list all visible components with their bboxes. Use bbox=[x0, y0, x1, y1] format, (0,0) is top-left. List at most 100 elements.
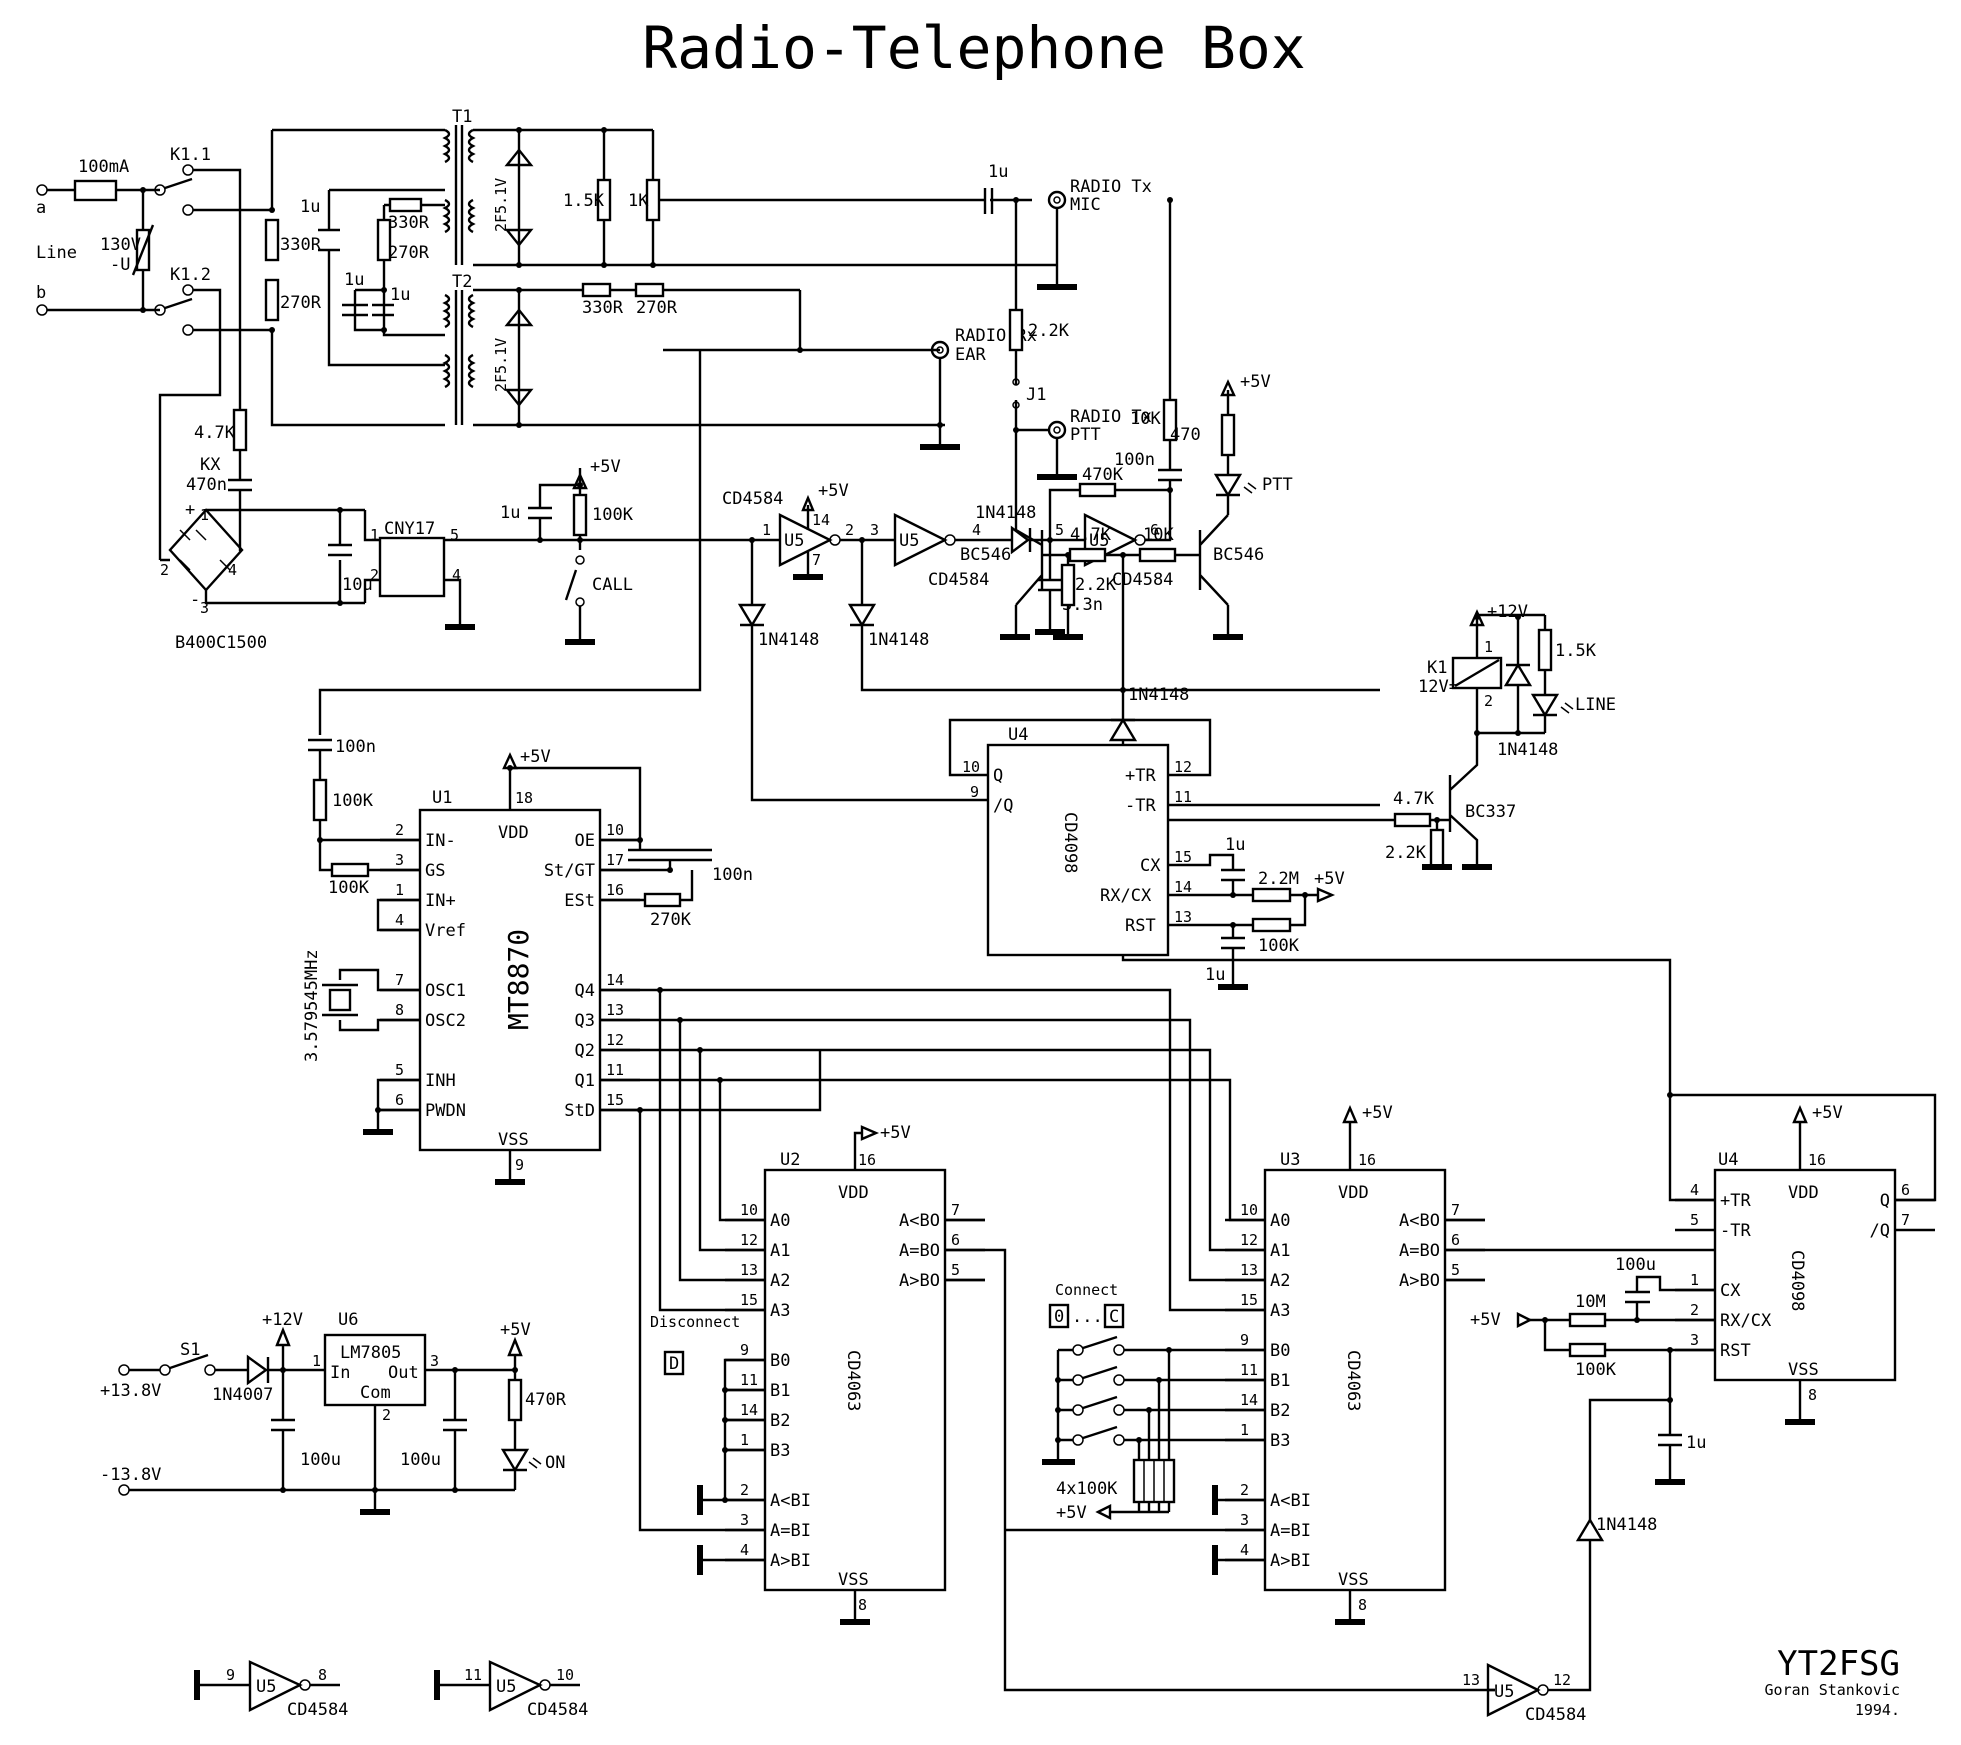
gate-part: CD4584 bbox=[722, 489, 783, 509]
pin-num: 14 bbox=[1174, 878, 1192, 896]
call-button[interactable] bbox=[575, 555, 585, 565]
c-in-label: 100u bbox=[300, 1450, 341, 1470]
pin-num: 6 bbox=[395, 1091, 404, 1109]
chip-part: CD4063 bbox=[1343, 1350, 1363, 1411]
reg-pin: 2 bbox=[382, 1406, 391, 1424]
gate-vcc: +5V bbox=[818, 481, 849, 501]
zener-1-label: 2F5.1V bbox=[492, 178, 510, 232]
pin-num: 9 bbox=[1240, 1331, 1249, 1349]
chip-ref: U2 bbox=[780, 1150, 800, 1170]
pin-label: A1 bbox=[1270, 1241, 1290, 1261]
gate-unit: U5 bbox=[496, 1677, 516, 1697]
reg-pin: 1 bbox=[312, 1352, 321, 1370]
vss-label: VSS bbox=[838, 1570, 869, 1590]
u3-cd4063-chip: U3 CD4063 VDD 16 VSS 8 +5V 10A012A113A21… bbox=[1005, 1103, 1715, 1625]
diode-label: 1N4148 bbox=[975, 503, 1036, 523]
pin-num: 16 bbox=[858, 1151, 876, 1169]
gate-part: CD4584 bbox=[287, 1700, 348, 1720]
ring-c-1u: 1u bbox=[500, 503, 520, 523]
diode-label: 1N4148 bbox=[758, 630, 819, 650]
chip-ref: U3 bbox=[1280, 1150, 1300, 1170]
power-switch-s1[interactable] bbox=[159, 1364, 171, 1376]
pin-label: /Q bbox=[993, 796, 1013, 816]
pin-num: 2 bbox=[740, 1481, 749, 1499]
gate-unit: U5 bbox=[899, 531, 919, 551]
pin-label: RX/CX bbox=[1720, 1311, 1772, 1331]
pin-label: A>BO bbox=[1399, 1271, 1440, 1291]
pin-label: B3 bbox=[770, 1441, 790, 1461]
fuse-icon bbox=[73, 179, 118, 202]
terminal-a bbox=[36, 184, 48, 196]
transformer-t1-label: T1 bbox=[452, 107, 472, 127]
pot-1k: 1K bbox=[628, 191, 649, 211]
c-1u-c: 1u bbox=[390, 285, 410, 305]
bridge-minus: - bbox=[190, 590, 200, 610]
pin-num: 9 bbox=[515, 1156, 524, 1174]
r-4-7k-ring: 4.7K bbox=[194, 423, 236, 443]
terminal-b-label: b bbox=[36, 283, 46, 303]
u4-top-c1: 1u bbox=[1225, 835, 1245, 855]
pin-label: ESt bbox=[564, 891, 595, 911]
pin-label: INH bbox=[425, 1071, 456, 1091]
pin-label: B1 bbox=[770, 1381, 790, 1401]
pin-num: 5 bbox=[1451, 1261, 1460, 1279]
bridge-pin-1: 1 bbox=[200, 506, 209, 524]
gate-pin: 13 bbox=[1462, 1671, 1480, 1689]
ptt-connector-icon[interactable] bbox=[1047, 420, 1067, 440]
bridge-pin-4: 4 bbox=[228, 561, 237, 579]
pin-num: 2 bbox=[395, 821, 404, 839]
c-out-label: 100u bbox=[400, 1450, 441, 1470]
pin-label: B2 bbox=[770, 1411, 790, 1431]
pin-num: 5 bbox=[395, 1061, 404, 1079]
on-led-label: ON bbox=[545, 1453, 565, 1473]
c-1u-b: 1u bbox=[344, 270, 364, 290]
radio-tx-ptt-label-1: RADIO Tx bbox=[1070, 407, 1152, 427]
c-10u-label: 10u bbox=[342, 575, 373, 595]
pin-label: A0 bbox=[1270, 1211, 1290, 1231]
vss-label: VSS bbox=[1338, 1570, 1369, 1590]
pin-label: OSC2 bbox=[425, 1011, 466, 1031]
pin-num: 4 bbox=[740, 1541, 749, 1559]
relay-pin-1: 1 bbox=[1484, 638, 1493, 656]
pin-label: +TR bbox=[1720, 1191, 1751, 1211]
reg-out: Out bbox=[388, 1363, 419, 1383]
spare-gate-2: 11 10 U5 CD4584 bbox=[434, 1660, 588, 1720]
pin-num: 3 bbox=[740, 1511, 749, 1529]
gate-pin: 6 bbox=[1150, 521, 1159, 539]
key-0-label: 0 bbox=[1054, 1307, 1064, 1327]
pin-label: /Q bbox=[1870, 1221, 1890, 1241]
pin-num: 1 bbox=[395, 881, 404, 899]
pin-num: 8 bbox=[395, 1001, 404, 1019]
varistor-type: -U bbox=[110, 255, 130, 275]
u2-cd4063-chip: U2 CD4063 VDD 16 VSS 8 +5V 10A012A113A21… bbox=[650, 1123, 1495, 1692]
resistor-network-label: 4x100K bbox=[1056, 1479, 1118, 1499]
vdd-label: VDD bbox=[838, 1183, 869, 1203]
dip-switches[interactable] bbox=[1042, 1335, 1125, 1465]
pin-label: IN- bbox=[425, 831, 456, 851]
pin-num: 9 bbox=[740, 1341, 749, 1359]
r-10k-ptt: 10K bbox=[1143, 525, 1174, 545]
chip-part: CD4098 bbox=[1787, 1250, 1807, 1311]
u4b-vcc-left: +5V bbox=[1470, 1310, 1501, 1330]
pin-num: 15 bbox=[606, 1091, 624, 1109]
call-button-lever[interactable] bbox=[564, 569, 578, 601]
pin-label: StD bbox=[564, 1101, 595, 1121]
varistor-value: 130V bbox=[100, 235, 141, 255]
u1-vcc: +5V bbox=[520, 747, 551, 767]
vin-neg-label: -13.8V bbox=[100, 1465, 161, 1485]
mic-connector-icon[interactable] bbox=[1047, 190, 1067, 210]
gate-pin: 14 bbox=[812, 511, 830, 529]
diode-label: 1N4148 bbox=[868, 630, 929, 650]
u4-bottom-vcc: +5V bbox=[1812, 1103, 1843, 1123]
c-100n: 100n bbox=[1114, 450, 1155, 470]
pin-num: 15 bbox=[740, 1291, 758, 1309]
relay-r-1-5k: 1.5K bbox=[1555, 641, 1597, 661]
pin-num: 1 bbox=[1240, 1421, 1249, 1439]
pin-label: RX/CX bbox=[1100, 886, 1152, 906]
relay-contact-k1-2: K1.2 bbox=[170, 265, 211, 285]
pin-label: RST bbox=[1125, 916, 1156, 936]
pin-label: A2 bbox=[770, 1271, 790, 1291]
pin-label: A<BO bbox=[1399, 1211, 1440, 1231]
pin-num: 4 bbox=[1240, 1541, 1249, 1559]
